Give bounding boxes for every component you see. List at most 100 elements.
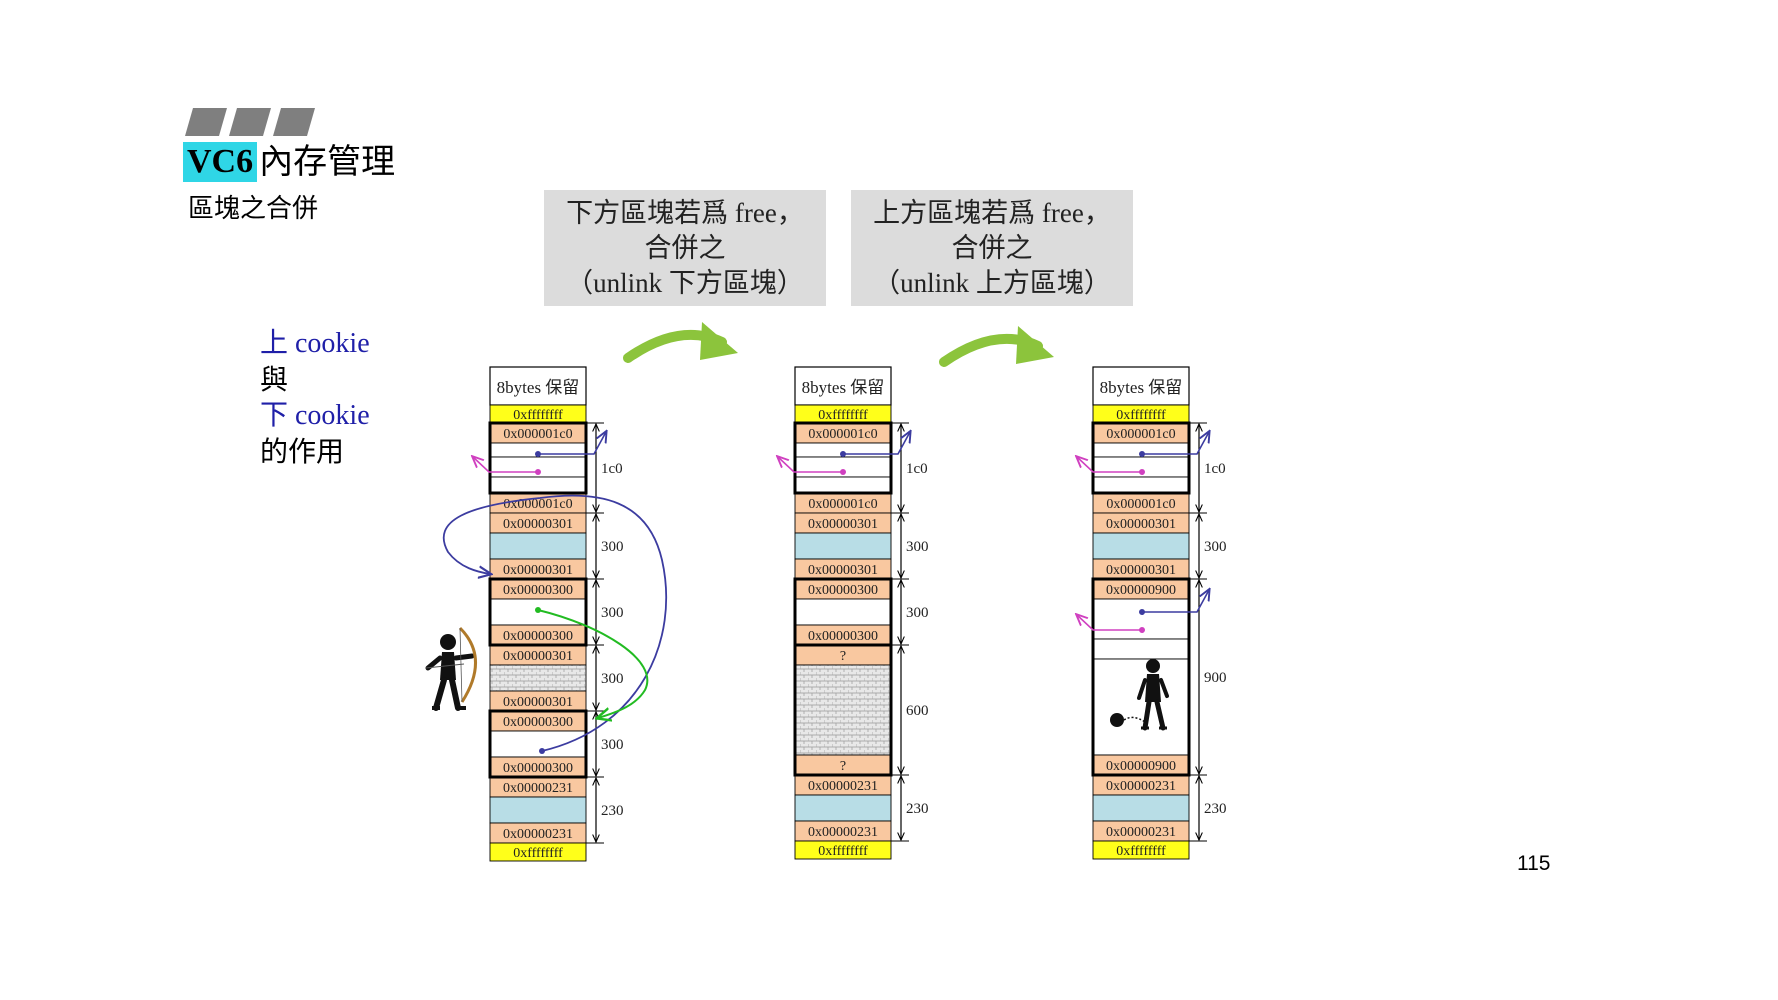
cell-value: 0xffffffff	[1116, 844, 1166, 859]
green-arrowhead-2	[1016, 326, 1054, 364]
cookie-note-line3: 下 cookie	[260, 400, 370, 431]
cell-value: 0x00000231	[1106, 779, 1176, 794]
green-arrowhead-1	[700, 322, 738, 360]
span-size-label: 1c0	[601, 461, 623, 477]
memory-cell-blue	[1092, 794, 1190, 822]
page-title: VC6 內存管理	[183, 142, 395, 182]
cell-value: 0x00000301	[1106, 563, 1176, 578]
memory-cell-pattern	[489, 664, 587, 692]
memory-cell-white	[794, 476, 892, 494]
cell-value: ?	[840, 759, 846, 774]
column-header-box	[794, 366, 892, 406]
cell-value: 0x000001c0	[1106, 427, 1175, 442]
span-size-label: 1c0	[1204, 461, 1226, 477]
cell-value: 0x00000900	[1106, 583, 1176, 598]
cell-value: 0x00000301	[503, 563, 573, 578]
cookie-note: 上 cookie 與 下 cookie 的作用	[260, 326, 370, 470]
cell-value: 0x00000231	[808, 825, 878, 840]
callout-line: （unlink 上方區塊）	[873, 268, 1111, 298]
column-header-label: 8bytes 保留	[1100, 378, 1183, 397]
span-size-label: 300	[601, 737, 624, 753]
span-size-label: 300	[601, 605, 624, 621]
callout-line: 上方區塊若爲 free，	[873, 198, 1111, 228]
logo-bar-3	[273, 108, 315, 136]
cell-value: 0x000001c0	[808, 427, 877, 442]
cell-value: 0x00000900	[1106, 759, 1176, 774]
logo-bar-2	[229, 108, 271, 136]
cookie-note-line4: 的作用	[260, 435, 345, 468]
span-size-label: 230	[906, 801, 929, 817]
memory-cell-white	[1092, 476, 1190, 494]
cell-value: 0x00000301	[1106, 517, 1176, 532]
block-border	[793, 643, 893, 777]
cell-value: 0xffffffff	[818, 844, 868, 859]
callout-line: （unlink 下方區塊）	[566, 268, 804, 298]
span-size-label: 300	[1204, 539, 1227, 555]
memory-cell-blue	[1092, 532, 1190, 560]
memory-cell-blue	[794, 532, 892, 560]
page-number: 115	[1517, 852, 1551, 875]
block-border	[488, 421, 588, 495]
span-size-label: 300	[906, 605, 929, 621]
cell-value: 0x00000231	[808, 779, 878, 794]
cookie-note-line2: 與	[260, 363, 289, 396]
cookie-note-line1: 上 cookie	[260, 328, 370, 359]
cell-value: 0x00000231	[503, 827, 573, 842]
memory-cell-blue	[794, 794, 892, 822]
cell-value: 0xffffffff	[513, 408, 563, 423]
title-highlight: VC6	[183, 142, 258, 182]
columns-layer: 8bytes 保留 0xffffffff 0x000001c0 0x000001c0 0…	[488, 366, 1227, 862]
callout-merge-lower: 下方區塊若爲 free， 合併之 （unlink 下方區塊）	[544, 190, 826, 306]
cell-value: 0xffffffff	[1116, 408, 1166, 423]
logo-bar-1	[185, 108, 227, 136]
span-size-label: 600	[906, 703, 929, 719]
column-header-box	[489, 366, 587, 406]
cell-value: 0x00000231	[1106, 825, 1176, 840]
archer-figure	[425, 626, 477, 711]
callout-line: 合併之	[644, 233, 726, 263]
block-border	[1091, 421, 1191, 495]
block-border	[488, 577, 588, 647]
cell-value: 0x00000301	[808, 517, 878, 532]
cell-value: 0x000001c0	[808, 497, 877, 512]
memory-cell-white	[794, 598, 892, 626]
span-size-label: 900	[1204, 670, 1227, 686]
cell-value: 0x00000300	[503, 761, 573, 776]
callout-line: 下方區塊若爲 free，	[566, 198, 804, 228]
cell-value: 0x00000300	[503, 583, 573, 598]
span-size-label: 230	[1204, 801, 1227, 817]
cell-value: 0x000001c0	[503, 427, 572, 442]
block-border	[793, 421, 893, 495]
page-subtitle: 區塊之合併	[188, 194, 319, 224]
cell-value: 0x00000301	[503, 649, 573, 664]
span-size-label: 230	[601, 803, 624, 819]
memory-column-1: 8bytes 保留0xffffffff0x000001c00x000001c00…	[488, 366, 624, 862]
memory-cell-yellow	[1092, 840, 1190, 860]
column-header-label: 8bytes 保留	[802, 378, 885, 397]
memory-cell-blue	[489, 532, 587, 560]
cell-value: 0x00000301	[503, 695, 573, 710]
span-size-label: 1c0	[906, 461, 928, 477]
memory-column-3: 8bytes 保留0xffffffff0x000001c00x000001c00…	[1091, 366, 1227, 860]
memory-cell-white	[489, 730, 587, 758]
cell-value: 0x00000300	[503, 629, 573, 644]
title-text: 內存管理	[259, 142, 396, 182]
prisoner-figure	[1110, 659, 1169, 731]
memory-cell-white	[1092, 638, 1190, 660]
cell-value: 0x00000300	[808, 583, 878, 598]
memory-cell-yellow	[489, 842, 587, 862]
col3-pointers	[1077, 432, 1209, 633]
cell-value: 0x00000300	[503, 715, 573, 730]
memory-cell-white	[489, 476, 587, 494]
memory-cell-white	[1092, 598, 1190, 640]
cell-value: 0xffffffff	[818, 408, 868, 423]
block-border	[1091, 577, 1191, 777]
cell-value: ?	[840, 649, 846, 664]
memory-cell-blue	[489, 796, 587, 824]
col2-pointers	[778, 432, 910, 475]
column-header-label: 8bytes 保留	[497, 378, 580, 397]
memory-cell-white	[1092, 658, 1190, 756]
block-border	[488, 709, 588, 779]
callout-line: 合併之	[951, 233, 1033, 263]
